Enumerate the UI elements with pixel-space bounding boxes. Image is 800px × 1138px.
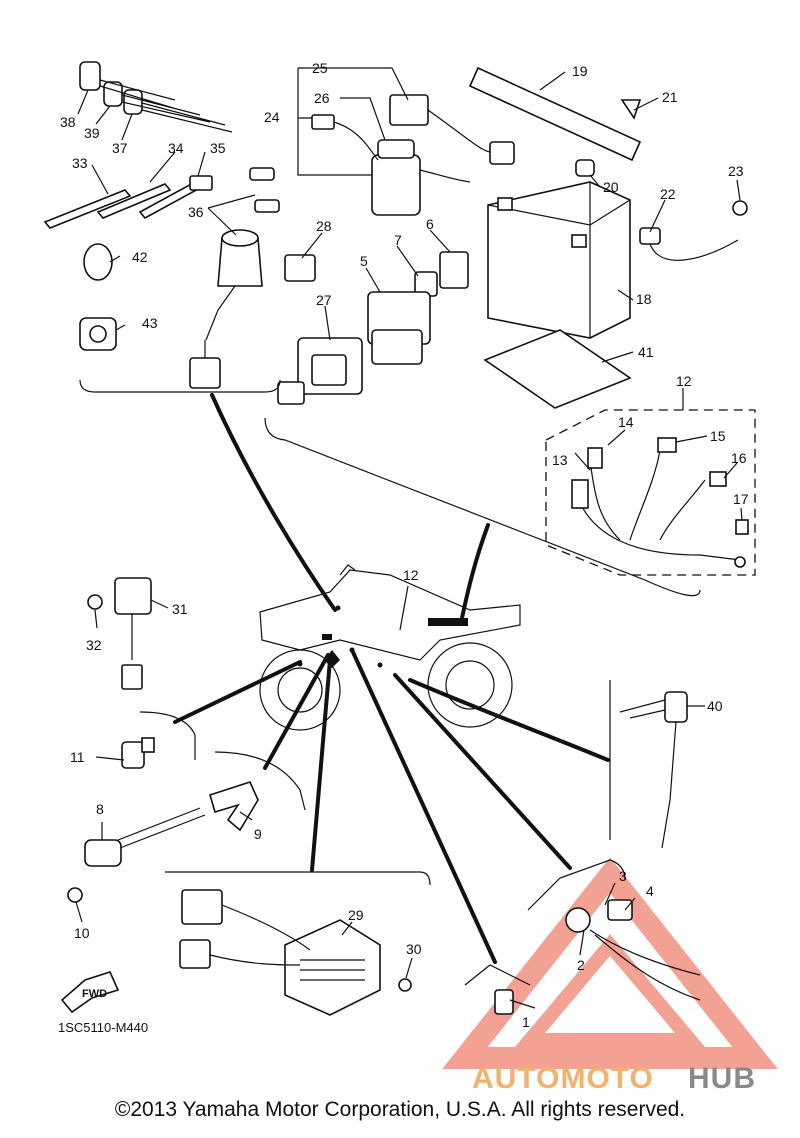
clamp-part bbox=[83, 243, 113, 281]
cable-ties bbox=[43, 175, 213, 229]
battery-band bbox=[468, 66, 642, 177]
callout-40: 40 bbox=[707, 698, 723, 714]
callout-33: 33 bbox=[72, 155, 88, 171]
callout-22: 22 bbox=[660, 186, 676, 202]
callout-36: 36 bbox=[188, 204, 204, 220]
watermark-part2: HUB bbox=[688, 1062, 756, 1095]
plug-cap bbox=[209, 781, 259, 832]
harness-couplers bbox=[79, 61, 233, 133]
callout-27: 27 bbox=[316, 292, 332, 308]
callout-20: 20 bbox=[603, 179, 619, 195]
callout-12-vehicle: 12 bbox=[403, 567, 419, 583]
forward-arrow-icon: FWD bbox=[60, 971, 120, 1014]
callout-16: 16 bbox=[731, 450, 747, 466]
sensor-1 bbox=[494, 989, 514, 1015]
thermo-switch bbox=[121, 737, 155, 769]
rectifier-regulator bbox=[179, 889, 412, 1016]
callout-numbers: 1 2 3 4 5 6 7 8 9 10 11 12 12 13 14 15 1… bbox=[60, 60, 749, 1030]
callout-11: 11 bbox=[70, 749, 85, 765]
callout-25: 25 bbox=[312, 60, 328, 76]
diagram-code: 1SC5110-M440 bbox=[58, 1020, 148, 1035]
callout-leaders bbox=[75, 67, 743, 1009]
ecu-unit bbox=[277, 337, 363, 405]
resistor-31 bbox=[87, 577, 152, 690]
callout-39: 39 bbox=[84, 125, 100, 141]
battery bbox=[487, 181, 631, 339]
callout-17: 17 bbox=[733, 491, 749, 507]
callout-38: 38 bbox=[60, 114, 76, 130]
callout-21: 21 bbox=[662, 89, 678, 105]
main-switch bbox=[189, 167, 280, 389]
fwd-label: FWD bbox=[82, 988, 107, 1000]
holder-part bbox=[79, 317, 117, 351]
callout-26: 26 bbox=[314, 90, 330, 106]
callout-6: 6 bbox=[426, 216, 434, 232]
relay-part bbox=[284, 254, 316, 282]
harness-detail-box bbox=[545, 409, 756, 576]
callout-10: 10 bbox=[74, 925, 90, 941]
neutral-switch bbox=[67, 807, 206, 903]
callout-5: 5 bbox=[360, 253, 368, 269]
callout-7: 7 bbox=[394, 232, 402, 248]
fuse-block bbox=[439, 251, 469, 289]
control-unit bbox=[367, 291, 431, 365]
callout-19: 19 bbox=[572, 63, 588, 79]
callout-15: 15 bbox=[710, 428, 726, 444]
callout-43: 43 bbox=[142, 315, 158, 331]
starter-switch-40 bbox=[619, 691, 688, 849]
callout-23: 23 bbox=[728, 163, 744, 179]
callout-28: 28 bbox=[316, 218, 332, 234]
callout-1: 1 bbox=[522, 1014, 530, 1030]
callout-35: 35 bbox=[210, 140, 226, 156]
watermark-part1: AUTOMOTO bbox=[472, 1062, 654, 1095]
callout-2: 2 bbox=[577, 957, 585, 973]
callout-42: 42 bbox=[132, 249, 148, 265]
battery-case bbox=[483, 329, 632, 409]
callout-4: 4 bbox=[646, 883, 654, 899]
callout-29: 29 bbox=[348, 907, 364, 923]
pickup-coil bbox=[565, 899, 701, 1001]
callout-31: 31 bbox=[172, 601, 188, 617]
negative-lead bbox=[639, 200, 748, 261]
callout-24: 24 bbox=[264, 109, 280, 125]
callout-30: 30 bbox=[406, 941, 422, 957]
callout-37: 37 bbox=[112, 140, 128, 156]
atv-outline bbox=[259, 564, 521, 731]
callout-12-detail: 12 bbox=[676, 373, 692, 389]
group-leaders bbox=[79, 379, 701, 986]
watermark-triangle-logo bbox=[442, 857, 778, 1069]
callout-3: 3 bbox=[619, 868, 627, 884]
callout-8: 8 bbox=[96, 801, 104, 817]
wire-harness-detail bbox=[571, 437, 749, 568]
starter-relay bbox=[311, 94, 515, 216]
callout-13: 13 bbox=[552, 452, 568, 468]
watermark-text: AUTOMOTO HUB bbox=[472, 1062, 756, 1095]
callout-14: 14 bbox=[618, 414, 634, 430]
callout-32: 32 bbox=[86, 637, 102, 653]
callout-9: 9 bbox=[254, 826, 262, 842]
callout-18: 18 bbox=[636, 291, 652, 307]
callout-34: 34 bbox=[168, 140, 184, 156]
copyright-notice: ©2013 Yamaha Motor Corporation, U.S.A. A… bbox=[114, 1098, 686, 1121]
callout-41: 41 bbox=[638, 344, 654, 360]
